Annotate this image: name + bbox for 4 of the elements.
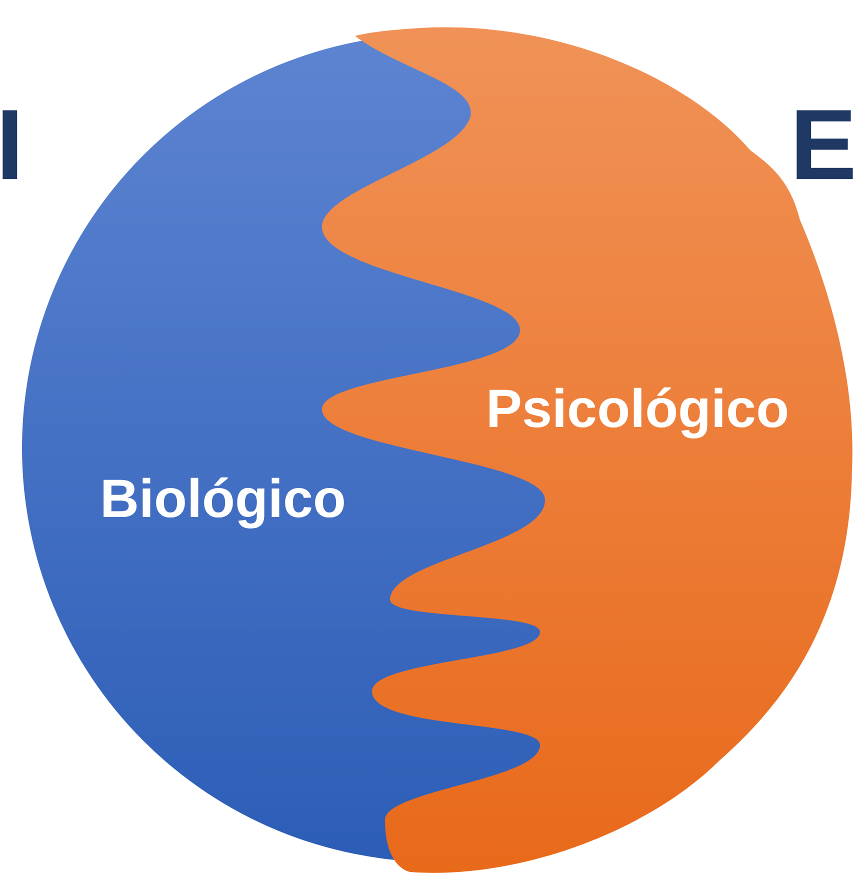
region-label: Psicológico [486,380,790,440]
region-label: Biológico [100,470,346,530]
heading-letter: I [0,95,24,195]
heading-letter: E [790,95,856,195]
